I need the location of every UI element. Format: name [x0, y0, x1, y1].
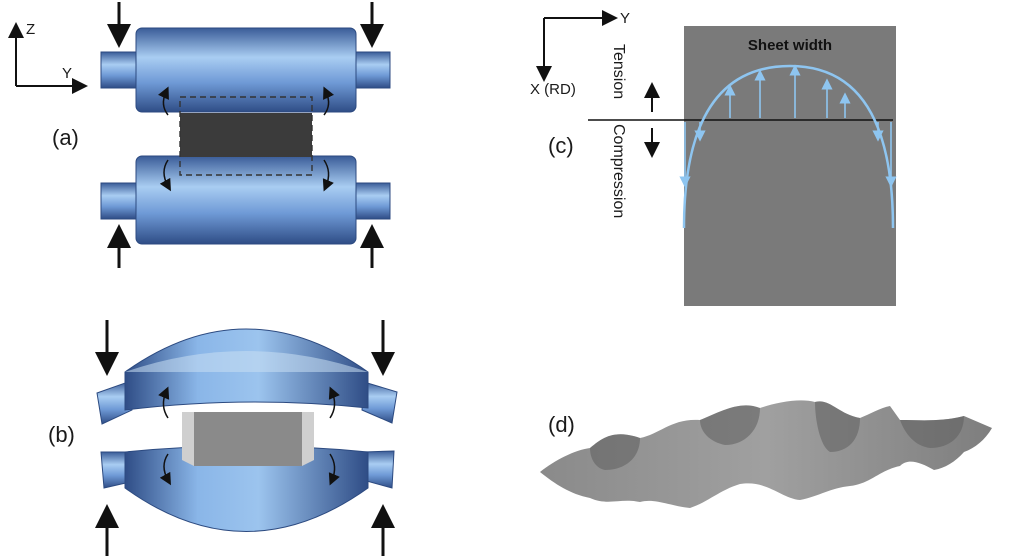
sheet-width-title: Sheet width	[748, 37, 832, 54]
compression-label: Compression	[610, 124, 627, 218]
axis-y-label: Y	[62, 65, 72, 82]
sheet-b	[182, 412, 314, 466]
bottom-roll	[100, 155, 391, 245]
tension-label: Tension	[610, 44, 627, 99]
axis-z-label: Z	[26, 21, 35, 38]
panel-b-label: (b)	[48, 422, 75, 447]
sheet-c	[684, 26, 896, 306]
axes-a: Z Y	[8, 21, 88, 94]
axis-y-label-c: Y	[620, 10, 630, 27]
tension-arrows	[724, 64, 851, 118]
sheet-a	[180, 113, 312, 157]
panel-a: Z Y (a	[8, 2, 391, 268]
load-arrows-a	[107, 2, 384, 268]
axes-c: Y X (RD)	[530, 10, 630, 98]
bending-arrows-b	[158, 386, 340, 486]
panel-d: (d)	[540, 400, 992, 508]
axis-x-label-c: X (RD)	[530, 81, 576, 98]
top-bent-roll	[96, 328, 398, 425]
wave-shading	[590, 401, 964, 470]
panel-d-label: (d)	[548, 412, 575, 437]
panel-c: Y X (RD) Sheet width Tension Compression	[530, 10, 897, 306]
bending-arrows-a	[158, 86, 334, 192]
compression-arrows	[679, 122, 897, 188]
top-roll	[100, 27, 391, 113]
dashed-outline	[179, 96, 313, 176]
wavy-sheet	[540, 400, 992, 508]
load-arrows-b	[95, 320, 395, 556]
bottom-bent-roll	[100, 445, 395, 532]
panel-a-label: (a)	[52, 125, 79, 150]
panel-c-label: (c)	[548, 133, 574, 158]
panel-b: (b)	[48, 320, 398, 556]
